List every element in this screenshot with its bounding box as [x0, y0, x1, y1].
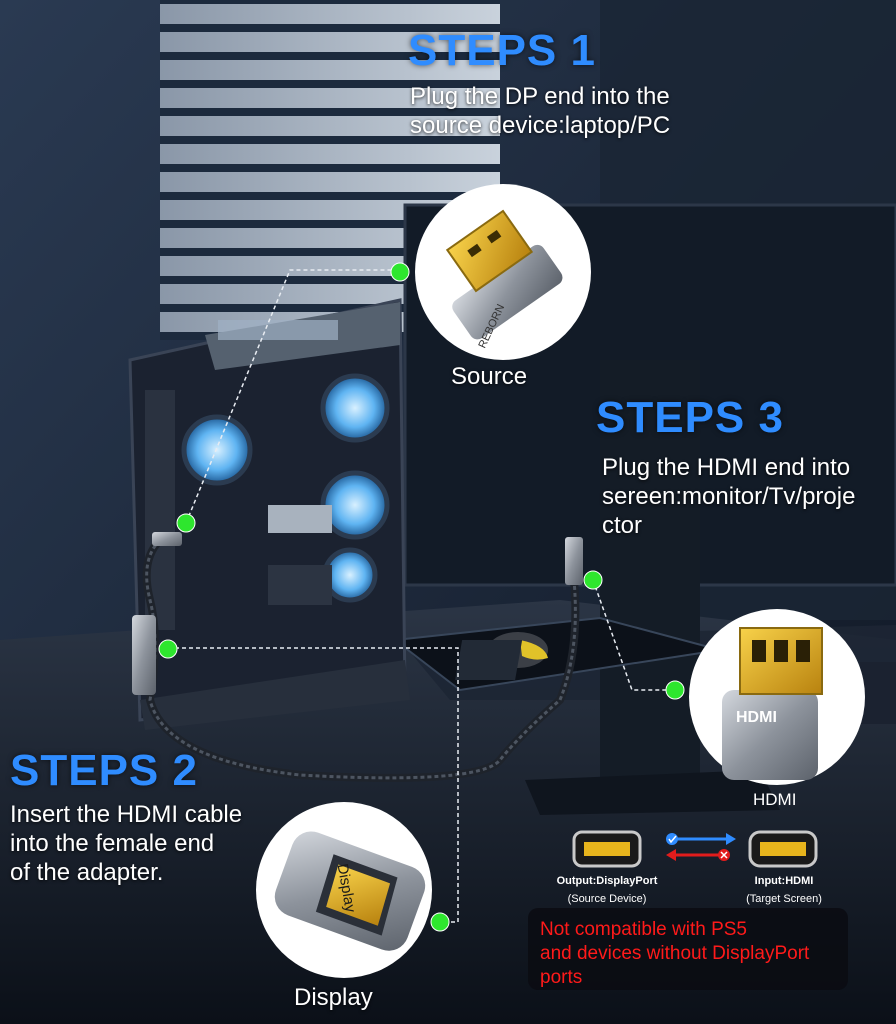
display-caption: Display [294, 984, 373, 1011]
compatibility-warning: Not compatible with PS5 and devices with… [528, 908, 848, 990]
blind-slat [160, 88, 500, 108]
step1-title: STEPS 1 [408, 26, 596, 75]
hdmi-cable [142, 537, 580, 782]
window-blinds [160, 0, 500, 340]
blind-slat [160, 4, 500, 24]
pc-case [128, 298, 410, 730]
warning-line1: Not compatible with PS5 [540, 919, 747, 940]
step1-line2: source device:laptop/PC [410, 112, 671, 139]
blind-slat [160, 32, 500, 52]
step2-line3: of the adapter. [10, 859, 164, 886]
step3-line1: Plug the HDMI end into [602, 454, 851, 481]
step3-line2: sereen:monitor/Tv/proje [602, 483, 856, 510]
arrow-left-icon [666, 849, 726, 861]
warning-line3: ports [540, 967, 583, 988]
leader-lines [168, 269, 675, 923]
step2-line2: into the female end [10, 830, 215, 857]
blind-slat [160, 172, 500, 192]
input-port-title: Input:HDMI [754, 875, 814, 887]
step2-line1: Insert the HDMI cable [10, 801, 243, 828]
step3-title: STEPS 3 [596, 393, 784, 442]
display-adapter-callout: Display [256, 802, 432, 978]
output-port-subtitle: (Source Device) [567, 893, 647, 905]
blind-slat [160, 144, 500, 164]
green-dot-marker [158, 262, 685, 932]
step3-line3: ctor [602, 512, 643, 539]
hdmi-caption: HDMI [753, 790, 797, 809]
displayport-port-icon [572, 830, 642, 868]
hdmi-plug-brand-text: HDMI [736, 709, 777, 726]
cross-icon [718, 849, 730, 861]
blind-slat [160, 60, 500, 80]
arrow-right-icon [672, 833, 736, 845]
blind-slat [160, 116, 500, 136]
step1-line1: Plug the DP end into the [410, 83, 670, 110]
source-dp-plug-callout: REBORN [415, 184, 591, 360]
output-port-label: Output:DisplayPort (Source Device) [537, 872, 677, 908]
hdmi-plug-callout: HDMI [689, 609, 865, 785]
source-caption: Source [451, 363, 528, 390]
input-port-label: Input:HDMI (Target Screen) [714, 872, 854, 908]
monitor-stand [525, 360, 780, 815]
step2-title: STEPS 2 [10, 746, 198, 795]
warning-line2: and devices without DisplayPort [540, 943, 810, 964]
checkmark-icon [666, 833, 678, 845]
output-port-title: Output:DisplayPort [556, 875, 658, 887]
input-port-subtitle: (Target Screen) [746, 893, 822, 905]
hdmi-port-icon [748, 830, 818, 868]
